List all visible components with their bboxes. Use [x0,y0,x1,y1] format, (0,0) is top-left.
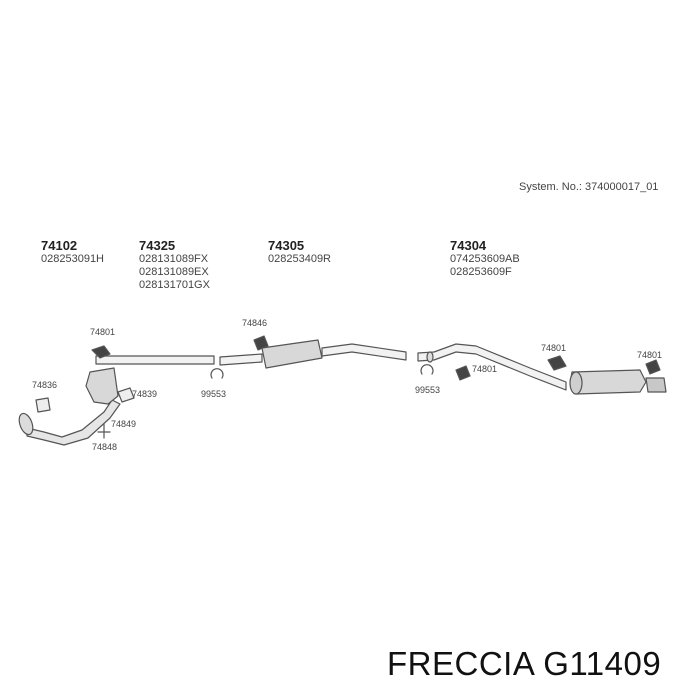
brand-part-number: FRECCIA G11409 [387,645,662,682]
callout-label: 74801 [90,327,116,337]
catalytic-converter [85,367,119,405]
front-pipe [26,399,121,446]
hanger-icon [253,335,269,351]
part-number: 74325 [139,238,176,253]
hanger-icon [455,365,471,381]
callout-label: 74849 [111,419,137,429]
intermediate-pipe [95,355,215,365]
oem-number: 028131089EX [139,266,209,278]
hanger-icon [547,355,567,371]
bolt-icon [97,423,111,439]
callout-label: 74801 [472,364,498,374]
bracket-icon [35,397,51,413]
hanger-icon [645,359,661,375]
center-muffler [261,339,323,369]
oem-number: 028131089FX [139,253,209,265]
oem-number: 028131701GX [139,279,210,291]
callout-label: 74846 [242,318,268,328]
part-number: 74102 [41,238,78,253]
oem-number: 028253091H [41,253,105,265]
callout-label: 74848 [92,442,118,452]
part-block: 74304 074253609AB 028253609F [450,238,520,279]
callout-label: 74801 [637,350,663,360]
part-block: 74305 028253409R [268,238,331,266]
oem-number: 028253609F [450,266,512,278]
callout-label: 74801 [541,343,567,353]
clamp-icon [420,364,434,375]
rear-pipe [417,343,567,391]
callout-label: 74839 [132,389,158,399]
hanger-icon [91,345,111,359]
part-block: 74102 028253091H [41,238,104,266]
oem-number: 074253609AB [450,253,520,265]
part-number: 74305 [268,238,305,253]
callout-label: 99553 [415,385,441,395]
callout-label: 74836 [32,380,58,390]
system-number: System. No.: 374000017_01 [519,181,659,193]
front-pipe-flange [18,412,34,436]
tail-pipe [645,377,667,393]
oem-number: 028253409R [268,253,332,265]
part-block: 74325 028131089FX 028131089EX 028131701G… [139,238,210,292]
callout-label: 99553 [201,389,227,399]
clamp-icon [210,368,224,379]
gasket-icon [117,387,135,403]
part-number: 74304 [450,238,487,253]
